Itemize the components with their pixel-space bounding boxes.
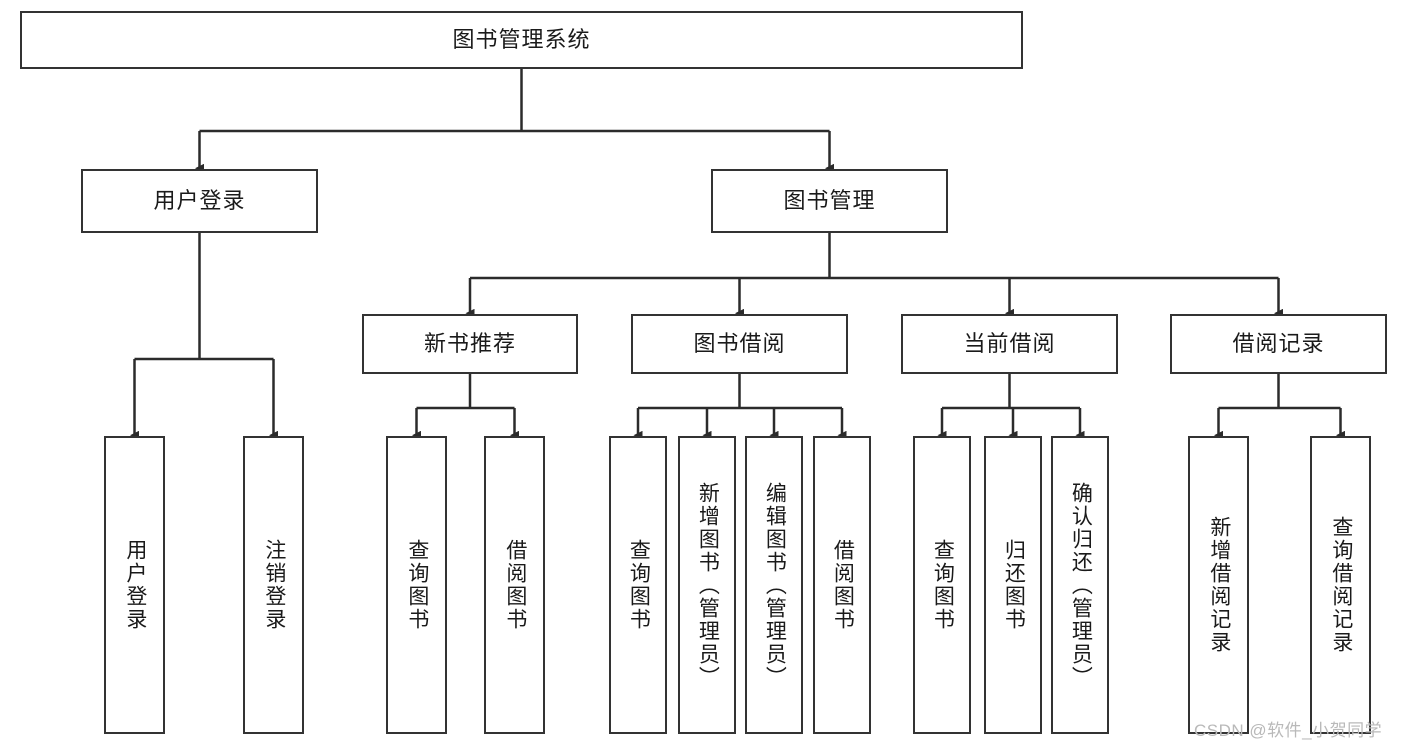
node-leaf-query-book-3[interactable]: 查询图书 xyxy=(913,436,971,734)
node-leaf-user-login[interactable]: 用户登录 xyxy=(104,436,165,734)
node-leaf-add-book[interactable]: 新增图书（管理员） xyxy=(678,436,736,734)
node-label: 新增图书（管理员） xyxy=(696,481,720,689)
node-leaf-return-book[interactable]: 归还图书 xyxy=(984,436,1042,734)
node-leaf-user-logout[interactable]: 注销登录 xyxy=(243,436,304,734)
node-login[interactable]: 用户登录 xyxy=(81,169,318,233)
node-record[interactable]: 借阅记录 xyxy=(1170,314,1387,374)
node-label: 查询借阅记录 xyxy=(1329,516,1353,654)
node-bookmgmt[interactable]: 图书管理 xyxy=(711,169,948,233)
node-label: 归还图书 xyxy=(1002,539,1026,631)
node-label: 用户登录 xyxy=(153,187,246,213)
node-label: 新增借阅记录 xyxy=(1207,516,1231,654)
node-label: 查询图书 xyxy=(931,539,955,631)
node-label: 借阅记录 xyxy=(1232,330,1325,356)
node-label: 当前借阅 xyxy=(963,330,1056,356)
node-leaf-confirm-return[interactable]: 确认归还（管理员） xyxy=(1051,436,1109,734)
node-leaf-edit-book[interactable]: 编辑图书（管理员） xyxy=(745,436,803,734)
node-leaf-add-record[interactable]: 新增借阅记录 xyxy=(1188,436,1249,734)
node-label: 图书借阅 xyxy=(693,330,786,356)
node-label: 图书管理系统 xyxy=(452,26,591,52)
node-root[interactable]: 图书管理系统 xyxy=(20,11,1023,69)
node-label: 注销登录 xyxy=(262,539,286,631)
node-leaf-query-book-1[interactable]: 查询图书 xyxy=(386,436,447,734)
node-label: 查询图书 xyxy=(627,539,651,631)
node-leaf-borrow-book-2[interactable]: 借阅图书 xyxy=(813,436,871,734)
node-label: 确认归还（管理员） xyxy=(1069,481,1093,689)
node-leaf-query-record[interactable]: 查询借阅记录 xyxy=(1310,436,1371,734)
node-label: 图书管理 xyxy=(783,187,876,213)
node-label: 借阅图书 xyxy=(503,539,527,631)
node-label: 新书推荐 xyxy=(423,330,516,356)
node-label: 编辑图书（管理员） xyxy=(763,481,787,689)
node-leaf-borrow-book-1[interactable]: 借阅图书 xyxy=(484,436,545,734)
node-label: 借阅图书 xyxy=(831,539,855,631)
node-leaf-query-book-2[interactable]: 查询图书 xyxy=(609,436,667,734)
node-newbook[interactable]: 新书推荐 xyxy=(362,314,578,374)
node-borrow[interactable]: 图书借阅 xyxy=(631,314,848,374)
node-label: 用户登录 xyxy=(123,539,147,631)
node-current[interactable]: 当前借阅 xyxy=(901,314,1118,374)
node-label: 查询图书 xyxy=(405,539,429,631)
